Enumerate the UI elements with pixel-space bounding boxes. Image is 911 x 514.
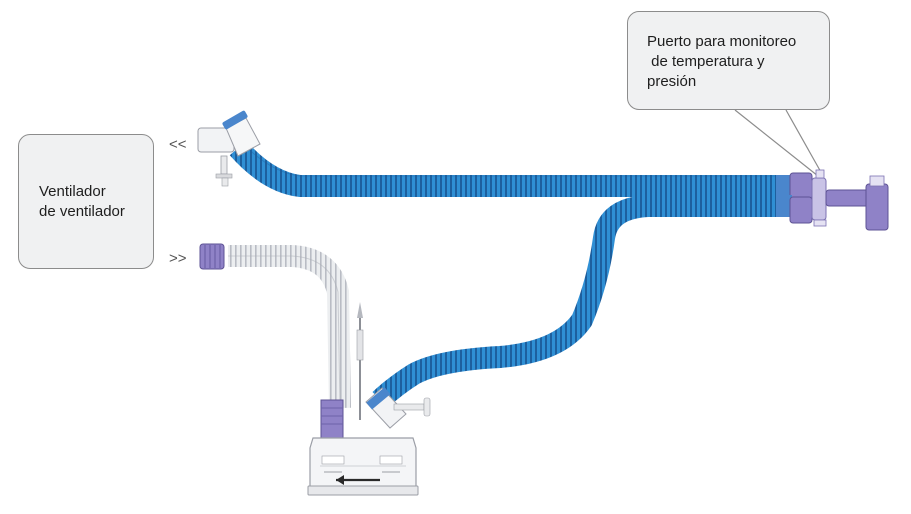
ventilator-label-line-2: de ventilador: [39, 203, 125, 220]
incoming-arrow: >>: [169, 250, 187, 267]
ventilator-callout: Ventilador de ventilador: [18, 134, 154, 269]
port-label-line-2: de temperatura y: [647, 53, 765, 70]
callout-leader-lines: [734, 109, 823, 177]
port-label-line-3: presión: [647, 73, 697, 90]
outgoing-arrow: <<: [169, 136, 187, 153]
white-corrugated-tube: [228, 245, 351, 409]
port-label-line-1: Puerto para monitoreo: [647, 33, 797, 50]
chamber-icon: [307, 302, 431, 496]
ventilator-label-line-1: Ventilador: [39, 183, 106, 200]
upper-blue-tube: [229, 137, 788, 197]
upper-left-elbow-connector: [197, 110, 261, 187]
y-piece-icon: [776, 169, 889, 231]
lower-blue-tube: [372, 195, 790, 409]
lower-left-cuff: [199, 243, 225, 270]
port-callout: Puerto para monitoreo de temperatura y p…: [627, 11, 830, 110]
